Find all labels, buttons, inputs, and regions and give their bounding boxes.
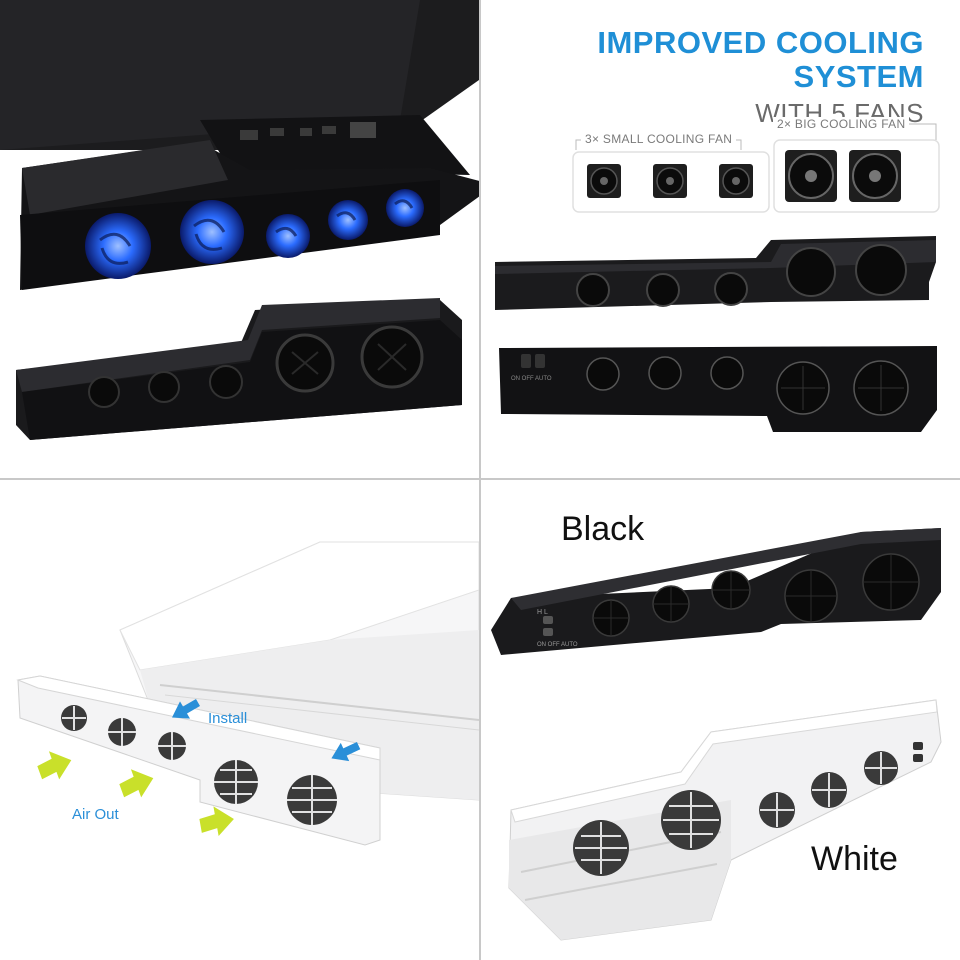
install-label: Install xyxy=(208,710,248,727)
grid-divider-vertical xyxy=(479,0,481,960)
grid-divider-horizontal xyxy=(0,478,960,480)
fan-glow-icon xyxy=(328,200,368,240)
panel-color-variants: H L ON OFF AUTO Black xyxy=(481,480,960,960)
fan-glow-icon xyxy=(386,189,424,227)
switch-hl-text: H L xyxy=(537,609,548,616)
fan-glow-icon xyxy=(266,214,310,258)
switch-modes-text: ON OFF AUTO xyxy=(537,642,578,648)
small-fan-label: 3× SMALL COOLING FAN xyxy=(581,132,737,146)
panel-install-diagram: Install Air Out xyxy=(0,480,479,960)
fan-glow-icon xyxy=(85,213,151,279)
fan-glow-icon xyxy=(180,200,244,264)
small-fan-icon xyxy=(653,164,687,198)
small-fan-icon xyxy=(587,164,621,198)
switch-text: ON OFF AUTO xyxy=(511,376,552,382)
small-fan-icon xyxy=(719,164,753,198)
headline-title: IMPROVED COOLING SYSTEM xyxy=(597,25,924,94)
big-fan-icon xyxy=(849,150,901,202)
install-illustration xyxy=(16,541,479,846)
black-variant-label: Black xyxy=(561,510,645,548)
fan-diagram-illustration: ON OFF AUTO xyxy=(495,123,940,432)
color-variants-illustration: H L ON OFF AUTO xyxy=(491,528,942,941)
big-fan-label: 2× BIG COOLING FAN xyxy=(773,117,910,131)
white-variant-label: White xyxy=(811,840,898,878)
big-fan-icon xyxy=(785,150,837,202)
panel-console-installed xyxy=(0,0,479,478)
panel-cooling-system: IMPROVED COOLING SYSTEM WITH 5 FANS xyxy=(481,0,960,478)
air-out-label: Air Out xyxy=(72,806,119,823)
console-black-illustration xyxy=(0,0,479,440)
